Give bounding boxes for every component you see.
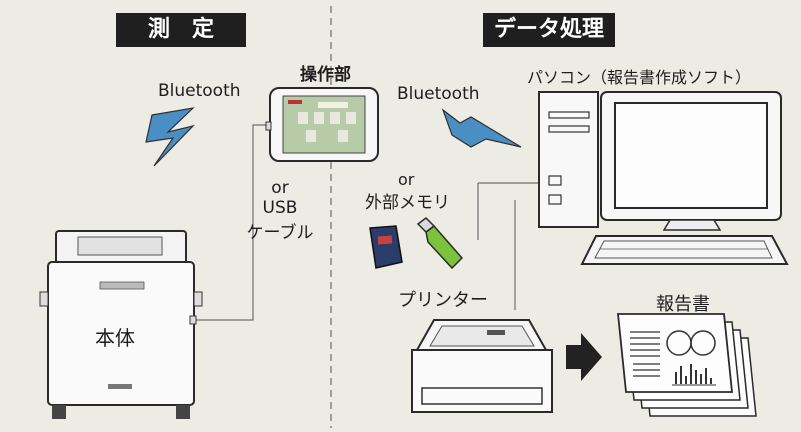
- monitor-icon: [600, 91, 782, 231]
- connection-lines: [196, 124, 540, 321]
- or-label-right: or: [398, 170, 415, 189]
- usb-stick-icon: [416, 217, 464, 270]
- usb-cable-cable-label: ケーブル: [246, 223, 314, 243]
- section-header-data-processing: データ処理: [483, 13, 615, 47]
- report-label: 報告書: [656, 294, 710, 315]
- usb-cable-or-label: or: [271, 178, 289, 198]
- operation-unit-label: 操作部: [300, 65, 351, 85]
- main-unit-label: 本体: [95, 326, 135, 350]
- bluetooth-label-left: Bluetooth: [158, 81, 241, 101]
- bluetooth-label-right: Bluetooth: [397, 84, 480, 104]
- usb-cable-line: [196, 124, 275, 321]
- printer-label: プリンター: [398, 290, 488, 311]
- device-body-icon: [39, 230, 203, 419]
- sd-card-icon: [369, 225, 403, 269]
- arrow-right-icon: [566, 333, 602, 381]
- section-header-measurement: 測 定: [116, 13, 246, 47]
- pc-label: パソコン（報告書作成ソフト）: [527, 68, 752, 87]
- bluetooth-bolt-icon-right: [441, 108, 522, 148]
- report-stack-icon: [617, 313, 757, 417]
- printer-icon: [411, 319, 553, 413]
- keyboard-icon: [580, 235, 789, 265]
- usb-cable-usb-label: USB: [262, 198, 298, 218]
- pc-tower-icon: [538, 91, 599, 228]
- tablet-icon: [265, 87, 379, 162]
- bluetooth-bolt-icon: [145, 107, 195, 167]
- external-memory-label: 外部メモリ: [365, 193, 450, 213]
